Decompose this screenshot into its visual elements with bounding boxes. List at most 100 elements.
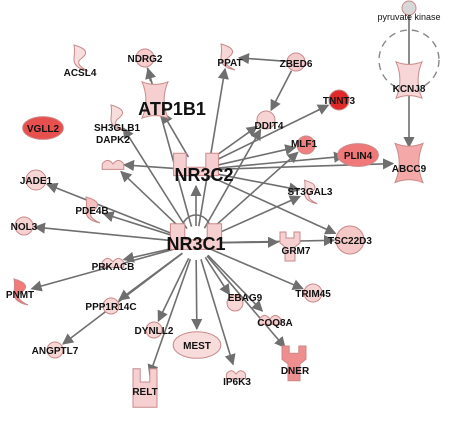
node-shape-ebag9 [226, 294, 244, 312]
edge-nr3c1-to-pde4b [102, 211, 181, 239]
node-label-jade1: JADE1 [20, 176, 53, 187]
edge-nr3c2-to-atp1b1 [161, 111, 190, 158]
node-label-ppp1r14c: PPP1R14C [85, 302, 136, 313]
complex-ring [378, 29, 440, 91]
node-label-dynll2: DYNLL2 [135, 326, 174, 337]
node-shape-abcc9 [394, 142, 424, 184]
node-pde4b[interactable]: PDE4B [75, 196, 109, 224]
node-shape-prkacb [101, 257, 125, 268]
node-label-nol3: NOL3 [11, 222, 38, 233]
node-label-acsl4: ACSL4 [64, 68, 97, 79]
node-label-coq8a: COQ8A [257, 318, 293, 329]
edge-nr3c1-to-dynll2 [157, 257, 190, 323]
node-label-angptl7: ANGPTL7 [32, 346, 79, 357]
node-label-kcnj8: KCNJ8 [393, 84, 426, 95]
node-dynll2[interactable]: DYNLL2 [135, 321, 174, 339]
node-sh3glb1[interactable]: SH3GLB1 [94, 104, 141, 134]
node-vgll2[interactable]: VGLL2 [22, 116, 64, 140]
node-zbed6[interactable]: ZBED6 [280, 52, 313, 72]
node-ndrg2[interactable]: NDRG2 [127, 48, 163, 68]
node-grm7[interactable]: GRM7 [279, 231, 311, 262]
node-shape-jade1 [25, 169, 47, 191]
node-nr3c1[interactable]: NR3C1 [166, 223, 226, 254]
node-nr3c2[interactable]: NR3C2 [173, 152, 234, 185]
node-trim45[interactable]: TRIM45 [295, 283, 331, 303]
node-dapk2[interactable]: DAPK2 [96, 135, 130, 170]
node-shape-nr3c2 [173, 152, 219, 177]
node-abcc9[interactable]: ABCC9 [392, 142, 427, 184]
edge-nr3c1-to-ebag9 [204, 256, 231, 296]
node-label-trim45: TRIM45 [295, 289, 331, 300]
node-tsc22d3[interactable]: TSC22D3 [328, 225, 372, 255]
edge-nr3c1-to-ddit4 [203, 128, 262, 229]
node-label-dapk2: DAPK2 [96, 135, 130, 146]
node-ddit4[interactable]: DDIT4 [255, 110, 284, 132]
node-label-pnmt: PNMT [6, 290, 34, 301]
node-pnmt[interactable]: PNMT [6, 278, 34, 306]
node-label-prkacb: PRKACB [92, 262, 135, 273]
node-label-nr3c1: NR3C1 [166, 234, 225, 254]
node-label-sh3glb1: SH3GLB1 [94, 123, 141, 134]
edge-nr3c2-to-tnnt3 [209, 104, 330, 165]
node-label-pde4b: PDE4B [75, 206, 108, 217]
node-pyruvate-kinase[interactable]: pyruvate kinase [377, 0, 441, 22]
node-kcnj8[interactable]: KCNJ8 [393, 60, 426, 100]
node-label-mlf1: MLF1 [291, 139, 318, 150]
node-shape-grm7 [279, 231, 301, 262]
node-shape-atp1b1 [141, 80, 169, 120]
node-nol3[interactable]: NOL3 [11, 216, 38, 236]
node-ppat[interactable]: PPAT [217, 43, 243, 71]
node-acsl4[interactable]: ACSL4 [64, 44, 97, 79]
node-angptl7[interactable]: ANGPTL7 [32, 341, 79, 359]
edge-nr3c1-to-mlf1 [208, 151, 299, 233]
node-shape-ddit4 [256, 110, 276, 130]
node-dner[interactable]: DNER [281, 345, 310, 382]
node-shape-acsl4 [73, 44, 89, 72]
node-shape-ndrg2 [135, 48, 155, 68]
node-label-ip6k3: IP6K3 [223, 377, 251, 388]
node-shape-pnmt [13, 278, 29, 306]
node-label-dner: DNER [281, 366, 310, 377]
edge-zbed6-to-ppat [237, 53, 287, 65]
node-mest[interactable]: MEST [172, 331, 222, 359]
node-shape-dner [281, 345, 307, 382]
node-label-ppat: PPAT [217, 58, 242, 69]
edge-nr3c1-to-jade1 [46, 182, 181, 238]
node-shape-coq8a [258, 314, 282, 325]
edge-nr3c1-to-sh3glb1 [122, 127, 188, 230]
edge-nr3c2-to-st3gal3 [210, 172, 301, 194]
node-mlf1[interactable]: MLF1 [291, 135, 318, 155]
node-ppp1r14c[interactable]: PPP1R14C [85, 297, 137, 315]
node-jade1[interactable]: JADE1 [20, 169, 53, 191]
node-shape-dynll2 [145, 321, 163, 339]
edge-nr3c1-to-angptl7 [62, 252, 183, 345]
node-shape-ip6k3 [225, 370, 247, 380]
node-label-nr3c2: NR3C2 [174, 165, 233, 185]
node-shape-ppat [220, 43, 236, 71]
edge-nr3c2-to-plin4 [210, 151, 346, 170]
node-coq8a[interactable]: COQ8A [257, 314, 293, 329]
node-shape-trim45 [303, 283, 323, 303]
node-tnnt3[interactable]: TNNT3 [323, 89, 356, 111]
node-shape-vgll2 [22, 116, 64, 140]
node-ip6k3[interactable]: IP6K3 [223, 370, 251, 388]
edge-nr3c2-to-dapk2 [122, 159, 182, 172]
edge-nr3c1-to-mest [191, 259, 203, 331]
node-plin4[interactable]: PLIN4 [337, 143, 379, 167]
node-shape-pde4b [85, 196, 101, 224]
node-prkacb[interactable]: PRKACB [92, 257, 135, 273]
node-ebag9[interactable]: EBAG9 [226, 293, 263, 312]
node-shape-nol3 [14, 216, 34, 236]
node-label-ebag9: EBAG9 [228, 293, 263, 304]
node-atp1b1[interactable]: ATP1B1 [138, 80, 206, 120]
edge-nr3c1-to-pnmt [30, 246, 180, 292]
edge-nr3c1-to-dner [206, 255, 286, 349]
edge-nr3c1-to-nol3 [33, 222, 180, 243]
node-label-ddit4: DDIT4 [255, 121, 284, 132]
node-relt[interactable]: RELT [132, 368, 158, 408]
node-shape-sh3glb1 [110, 104, 126, 132]
edge-nr3c1-to-tsc22d3 [212, 234, 336, 247]
node-shape-mest [172, 331, 222, 359]
node-st3gal3[interactable]: ST3GAL3 [287, 179, 333, 205]
